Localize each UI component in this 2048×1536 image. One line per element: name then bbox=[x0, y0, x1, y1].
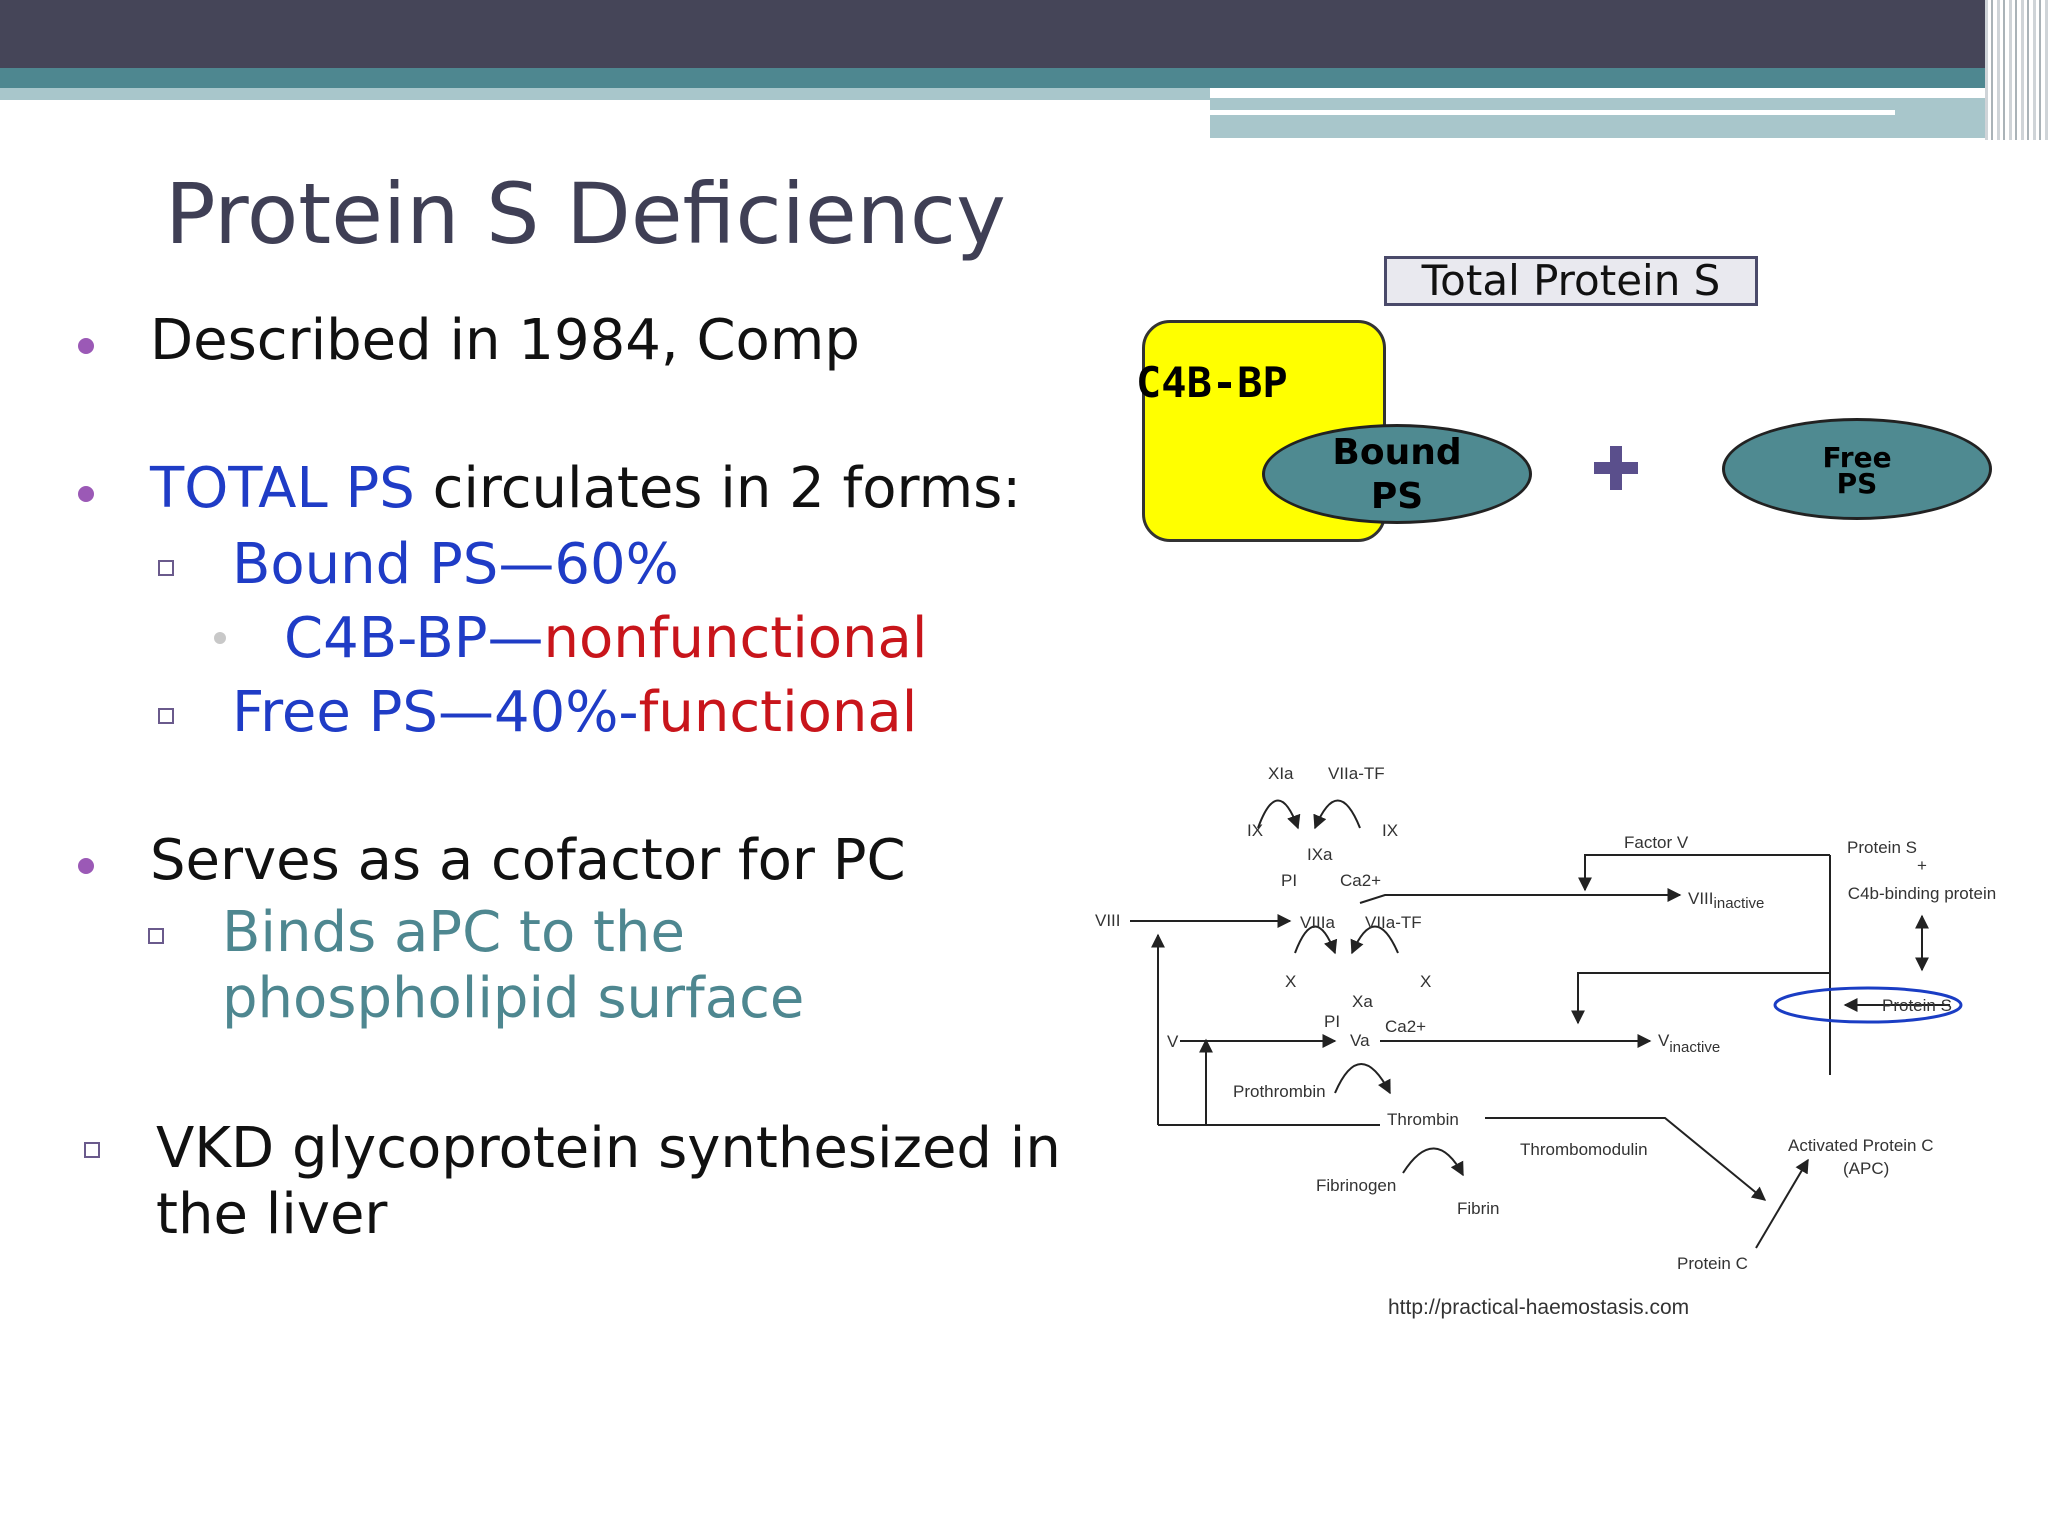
label-ca-2: Ca2+ bbox=[1385, 1017, 1426, 1036]
label-viia-tf-2: VIIa-TF bbox=[1365, 913, 1422, 932]
plus-icon-bar bbox=[1594, 462, 1638, 474]
bullet-dot bbox=[78, 858, 94, 874]
bullet-dot bbox=[78, 486, 94, 502]
total-ps-label: TOTAL PS bbox=[150, 456, 415, 521]
free-ps-line2: PS bbox=[1836, 467, 1878, 500]
bullet-described: Described in 1984, Comp bbox=[150, 308, 860, 373]
header-stripes bbox=[1985, 0, 2048, 140]
arrow-protein-c bbox=[1755, 1158, 1809, 1249]
label-ps-top-2: + bbox=[1917, 856, 1927, 875]
arc-ix-left bbox=[1257, 799, 1301, 830]
label-viia-tf-1: VIIa-TF bbox=[1328, 764, 1385, 783]
label-viii-inactive-sub: inactive bbox=[1714, 895, 1765, 912]
label-xa: Xa bbox=[1352, 992, 1373, 1011]
label-fibrin: Fibrin bbox=[1457, 1199, 1500, 1218]
label-viii-inactive-base: VIII bbox=[1688, 889, 1714, 908]
source-url: http://practical-haemostasis.com bbox=[1388, 1296, 1690, 1319]
label-thrombomodulin: Thrombomodulin bbox=[1520, 1140, 1648, 1159]
header-line bbox=[1210, 110, 1895, 115]
bullet-vkd-2: the liver bbox=[156, 1182, 388, 1247]
bound-ps-line2: PS bbox=[1370, 476, 1424, 517]
label-x-left: X bbox=[1285, 972, 1296, 991]
label-fibrinogen: Fibrinogen bbox=[1316, 1176, 1396, 1195]
free-ps-ellipse: Free PS bbox=[1722, 418, 1992, 520]
bullet-free-ps: Free PS—40%-functional bbox=[232, 680, 917, 745]
label-viiia: VIIIa bbox=[1300, 913, 1336, 932]
free-ps-line1: Free bbox=[1822, 441, 1892, 474]
label-pi-2: PI bbox=[1324, 1012, 1340, 1031]
label-v-inactive-base: V bbox=[1658, 1031, 1670, 1050]
arrow-factor-v bbox=[1578, 854, 1830, 892]
label-protein-c: Protein C bbox=[1677, 1254, 1748, 1273]
free-ps-label: Free PS—40%- bbox=[232, 680, 639, 745]
header-band-light-right bbox=[1210, 98, 2048, 138]
bullet-square bbox=[158, 708, 174, 724]
label-x-right: X bbox=[1420, 972, 1431, 991]
label-ix-left: IX bbox=[1247, 821, 1263, 840]
label-v-inactive-sub: inactive bbox=[1669, 1039, 1720, 1056]
slide-title: Protein S Deficiency bbox=[165, 165, 1006, 263]
label-protein-s: Protein S bbox=[1882, 996, 1952, 1015]
bullet-binds-apc-1: Binds aPC to the bbox=[222, 900, 685, 965]
label-ca-1: Ca2+ bbox=[1340, 871, 1381, 890]
protein-s-highlight bbox=[1773, 986, 1963, 1024]
bullet-cofactor: Serves as a cofactor for PC bbox=[150, 828, 906, 893]
bullet-c4bbp: C4B-BP—nonfunctional bbox=[284, 606, 927, 671]
arrow-thrombomodulin bbox=[1485, 1117, 1767, 1201]
coagulation-diagram: XIa VIIa-TF IX IX IXa PI Ca2+ VIII VIIIa… bbox=[1090, 755, 2020, 1320]
bullet-bound-ps: Bound PS—60% bbox=[232, 532, 679, 597]
header-band-teal bbox=[0, 68, 2048, 88]
label-apc-2: (APC) bbox=[1843, 1159, 1889, 1178]
nonfunctional-label: nonfunctional bbox=[543, 606, 928, 671]
label-viii-inactive: VIIIinactive bbox=[1688, 889, 1764, 912]
header-band-dark bbox=[0, 0, 2048, 68]
label-prothrombin: Prothrombin bbox=[1233, 1082, 1326, 1101]
bullet-vkd-1: VKD glycoprotein synthesized in bbox=[156, 1116, 1061, 1181]
arc-x-left bbox=[1294, 925, 1338, 955]
label-v: V bbox=[1167, 1032, 1179, 1051]
c4bbp-label: C4B-BP— bbox=[284, 606, 544, 671]
bullet-dot bbox=[78, 338, 94, 354]
arrow-viiia-inactive bbox=[1359, 888, 1682, 904]
label-thrombin: Thrombin bbox=[1387, 1110, 1459, 1129]
label-ps-top-3: C4b-binding protein bbox=[1848, 884, 1996, 903]
label-factor-v: Factor V bbox=[1624, 833, 1689, 852]
arc-prothrombin bbox=[1334, 1063, 1391, 1095]
bullet-dot-small bbox=[214, 632, 226, 644]
label-viii: VIII bbox=[1095, 911, 1121, 930]
label-va: Va bbox=[1350, 1031, 1370, 1050]
header-band-light bbox=[0, 88, 1210, 100]
label-pi-1: PI bbox=[1281, 871, 1297, 890]
label-apc-1: Activated Protein C bbox=[1788, 1136, 1934, 1155]
bullet-square bbox=[148, 928, 164, 944]
arrow-ps-to-v bbox=[1571, 972, 1830, 1025]
label-v-inactive: Vinactive bbox=[1658, 1031, 1720, 1056]
total-protein-s-box: Total Protein S bbox=[1384, 256, 1758, 306]
functional-label: functional bbox=[638, 680, 918, 745]
coagulation-svg: XIa VIIa-TF IX IX IXa PI Ca2+ VIII VIIIa… bbox=[1095, 764, 1996, 1273]
arc-fibrinogen bbox=[1402, 1147, 1464, 1177]
bullet-square bbox=[158, 560, 174, 576]
label-ixa: IXa bbox=[1307, 845, 1333, 864]
c4bbp-box-label: C4B-BP bbox=[1136, 358, 1288, 407]
arc-x-right bbox=[1350, 925, 1399, 955]
bullet-binds-apc-2: phospholipid surface bbox=[222, 966, 805, 1031]
total-ps-rest: circulates in 2 forms: bbox=[414, 456, 1022, 521]
label-ix-right: IX bbox=[1382, 821, 1398, 840]
bound-ps-ellipse: Bound PS bbox=[1262, 424, 1532, 524]
arc-ix-right bbox=[1313, 799, 1361, 830]
label-xia: XIa bbox=[1268, 764, 1294, 783]
bullet-square bbox=[84, 1142, 100, 1158]
label-ps-top-1: Protein S bbox=[1847, 838, 1917, 857]
bound-ps-line1: Bound bbox=[1332, 432, 1462, 473]
bullet-total-ps: TOTAL PS circulates in 2 forms: bbox=[150, 456, 1021, 521]
